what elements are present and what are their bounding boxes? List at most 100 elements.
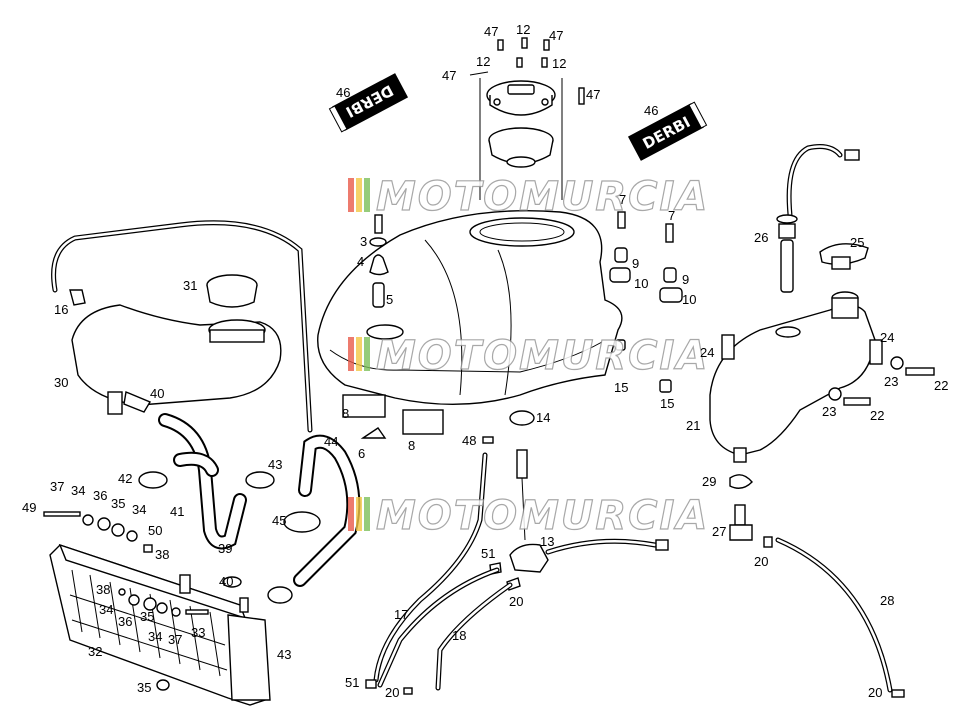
part-label: 8 (408, 438, 415, 453)
part-label: 51 (481, 546, 495, 561)
coolant-hoses (138, 413, 361, 604)
part-label: 35 (137, 680, 151, 695)
reservoir-cap (819, 243, 869, 270)
watermark-group: MOTOMURCIA MOTOMURCIA MOTOMURCIA (348, 173, 709, 540)
part-label: 16 (54, 302, 68, 317)
part-label: 29 (702, 474, 716, 489)
part-label: 36 (93, 488, 107, 503)
part-label: 38 (155, 547, 169, 562)
part-label: 4 (357, 254, 364, 269)
part-label: 40 (219, 574, 233, 589)
part-label: 22 (934, 378, 948, 393)
part-label: 22 (870, 408, 884, 423)
watermark-2: MOTOMURCIA (348, 332, 709, 380)
fuel-tap (489, 449, 669, 591)
part-label: 49 (22, 500, 36, 515)
part-label: 13 (540, 534, 554, 549)
watermark-text-2: MOTOMURCIA (376, 333, 709, 379)
part-label: 32 (88, 644, 102, 659)
part-label: 8 (342, 406, 349, 421)
part-label: 47 (586, 87, 600, 102)
part-label: 45 (272, 513, 286, 528)
part-label: 24 (880, 330, 894, 345)
derbi-decal-left: DERBI (328, 73, 409, 133)
part-label: 12 (476, 54, 490, 69)
part-label: 25 (850, 235, 864, 250)
part-label: 34 (148, 629, 162, 644)
part-label: 39 (218, 541, 232, 556)
part-label: 27 (712, 524, 726, 539)
part-label: 12 (552, 56, 566, 71)
part-label: 50 (148, 523, 162, 538)
part-label: 20 (754, 554, 768, 569)
coolant-reservoir (709, 291, 935, 489)
part-label: 6 (358, 446, 365, 461)
part-label: 20 (509, 594, 523, 609)
part-label: 15 (614, 380, 628, 395)
radiator (49, 543, 271, 706)
part-label: 28 (880, 593, 894, 608)
fuel-lines (365, 452, 905, 698)
part-labels: 47 12 47 12 12 47 47 46 46 7 7 3 4 5 9 1… (22, 22, 948, 700)
watermark-1: MOTOMURCIA (348, 173, 709, 221)
part-label: 20 (868, 685, 882, 700)
part-label: 24 (700, 345, 714, 360)
part-label: 10 (682, 292, 696, 307)
part-label: 37 (168, 632, 182, 647)
part-label: 38 (96, 582, 110, 597)
part-label: 34 (99, 602, 113, 617)
part-label: 36 (118, 614, 132, 629)
part-label: 47 (549, 28, 563, 43)
part-label: 5 (386, 292, 393, 307)
watermark-3: MOTOMURCIA (348, 492, 709, 540)
part-label: 33 (191, 625, 205, 640)
part-label: 46 (644, 103, 658, 118)
fuel-level-sensor (776, 144, 860, 293)
part-label: 7 (619, 192, 626, 207)
reservoir-outlet (729, 504, 770, 541)
radiator-fasteners (43, 511, 209, 691)
part-label: 12 (516, 22, 530, 37)
part-label: 35 (140, 609, 154, 624)
part-label: 43 (277, 647, 291, 662)
part-label: 23 (884, 374, 898, 389)
part-label: 14 (536, 410, 550, 425)
part-label: 41 (170, 504, 184, 519)
part-label: 9 (632, 256, 639, 271)
part-label: 34 (71, 483, 85, 498)
part-label: 15 (660, 396, 674, 411)
part-label: 43 (268, 457, 282, 472)
part-label: 21 (686, 418, 700, 433)
part-label: 3 (360, 234, 367, 249)
part-label: 42 (118, 471, 132, 486)
part-label: 44 (324, 434, 338, 449)
part-label: 48 (462, 433, 476, 448)
part-label: 51 (345, 675, 359, 690)
watermark-text-1: MOTOMURCIA (376, 174, 709, 220)
cap-bolts (469, 37, 585, 105)
part-label: 20 (385, 685, 399, 700)
watermark-text-3: MOTOMURCIA (376, 493, 709, 539)
part-label: 30 (54, 375, 68, 390)
part-label: 17 (394, 607, 408, 622)
tank-mount-parts (342, 211, 683, 444)
derbi-decal-right: DERBI (627, 101, 708, 161)
part-label: 47 (484, 24, 498, 39)
part-label: 46 (336, 85, 350, 100)
part-label: 9 (682, 272, 689, 287)
expansion-tank (51, 220, 313, 433)
fuel-cap-assembly (479, 78, 563, 200)
part-label: 31 (183, 278, 197, 293)
fuel-tank (317, 210, 623, 405)
part-label: 10 (634, 276, 648, 291)
part-label: 35 (111, 496, 125, 511)
part-label: 23 (822, 404, 836, 419)
part-label: 37 (50, 479, 64, 494)
part-label: 47 (442, 68, 456, 83)
part-label: 26 (754, 230, 768, 245)
part-label: 40 (150, 386, 164, 401)
part-label: 18 (452, 628, 466, 643)
part-label: 34 (132, 502, 146, 517)
part-label: 7 (668, 208, 675, 223)
